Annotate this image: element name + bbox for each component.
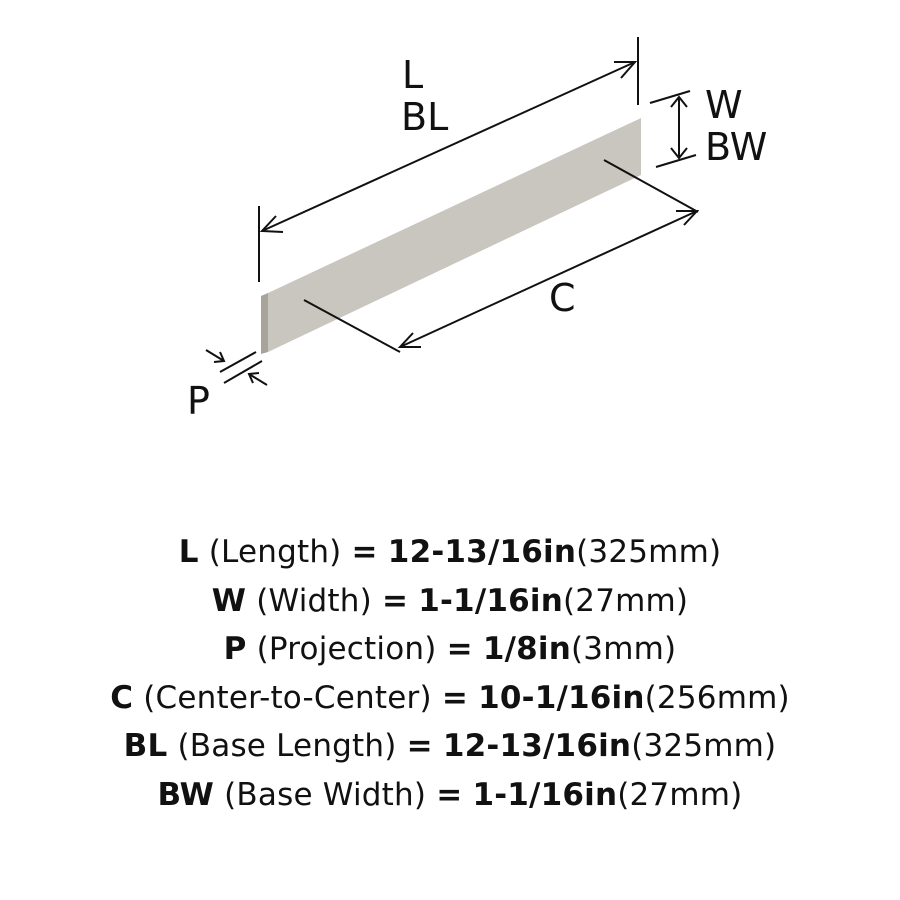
spec-metric: (27mm) — [617, 776, 743, 813]
spec-equals: = — [441, 679, 469, 716]
spec-name: (Base Length) — [177, 728, 397, 764]
spec-projection: P (Projection) = 1/8in(3mm) — [0, 625, 900, 674]
spec-code: P — [223, 631, 247, 667]
spec-imperial: 1-1/16in — [472, 776, 618, 813]
spec-equals: = — [351, 534, 378, 570]
spec-name: (Length) — [208, 534, 342, 570]
label-bw: BW — [705, 125, 767, 169]
spec-base-width: BW (Base Width) = 1-1/16in(27mm) — [0, 771, 900, 820]
spec-length: L (Length) = 12-13/16in(325mm) — [0, 528, 900, 577]
label-l: L — [402, 53, 423, 97]
label-c: C — [549, 276, 576, 320]
spec-name: (Center-to-Center) — [143, 679, 432, 716]
center-dimension-line — [399, 210, 698, 348]
spec-equals: = — [381, 582, 409, 619]
spec-imperial: 10-1/16in — [478, 679, 645, 716]
spec-equals: = — [406, 728, 433, 764]
dimension-diagram: L BL W BW C P — [187, 37, 767, 423]
handle-bar — [268, 118, 641, 352]
spec-imperial: 1/8in — [482, 631, 572, 667]
projection-line-2 — [223, 360, 263, 384]
center-arrow-left — [397, 332, 421, 348]
width-extension-top — [649, 90, 691, 104]
projection-arrow-out-shaft — [248, 373, 268, 386]
spec-code: BW — [157, 776, 215, 813]
width-extension-bottom — [655, 154, 697, 168]
label-p: P — [187, 379, 210, 423]
spec-name: (Base Width) — [224, 776, 427, 813]
projection-arrow-in-shaft — [205, 349, 225, 362]
spec-imperial: 1-1/16in — [418, 582, 563, 619]
spec-code: C — [110, 679, 134, 716]
spec-equals: = — [446, 631, 473, 667]
spec-metric: (325mm) — [631, 728, 777, 764]
center-extension-left — [303, 299, 401, 353]
spec-code: L — [178, 534, 199, 570]
center-extension-right — [603, 159, 699, 213]
projection-arrow-in — [213, 351, 226, 363]
spec-width: W (Width) = 1-1/16in(27mm) — [0, 577, 900, 626]
spec-equals: = — [436, 776, 463, 813]
label-bl: BL — [401, 95, 448, 139]
spec-center-to-center: C (Center-to-Center) = 10-1/16in(256mm) — [0, 674, 900, 723]
length-arrow-right — [614, 61, 638, 79]
width-arrow-bottom — [670, 147, 688, 160]
label-w: W — [705, 83, 743, 127]
spec-base-length: BL (Base Length) = 12-13/16in(325mm) — [0, 722, 900, 771]
width-arrow-top — [670, 95, 688, 108]
spec-metric: (256mm) — [644, 679, 790, 716]
spec-metric: (27mm) — [562, 582, 689, 619]
spec-code: W — [211, 582, 247, 619]
handle-edge — [261, 293, 268, 354]
spec-imperial: 12-13/16in — [387, 534, 577, 570]
projection-arrow-out — [247, 372, 260, 384]
specifications-list: L (Length) = 12-13/16in(325mm) W (Width)… — [0, 528, 900, 819]
spec-imperial: 12-13/16in — [442, 728, 632, 764]
center-arrow-right — [676, 210, 700, 226]
spec-metric: (325mm) — [576, 534, 722, 570]
length-dimension-line — [261, 61, 636, 232]
projection-line-1 — [219, 351, 257, 373]
spec-code: BL — [123, 728, 168, 764]
spec-name: (Projection) — [256, 631, 437, 667]
spec-metric: (3mm) — [571, 631, 677, 667]
length-arrow-left — [259, 215, 284, 233]
spec-name: (Width) — [256, 582, 372, 619]
